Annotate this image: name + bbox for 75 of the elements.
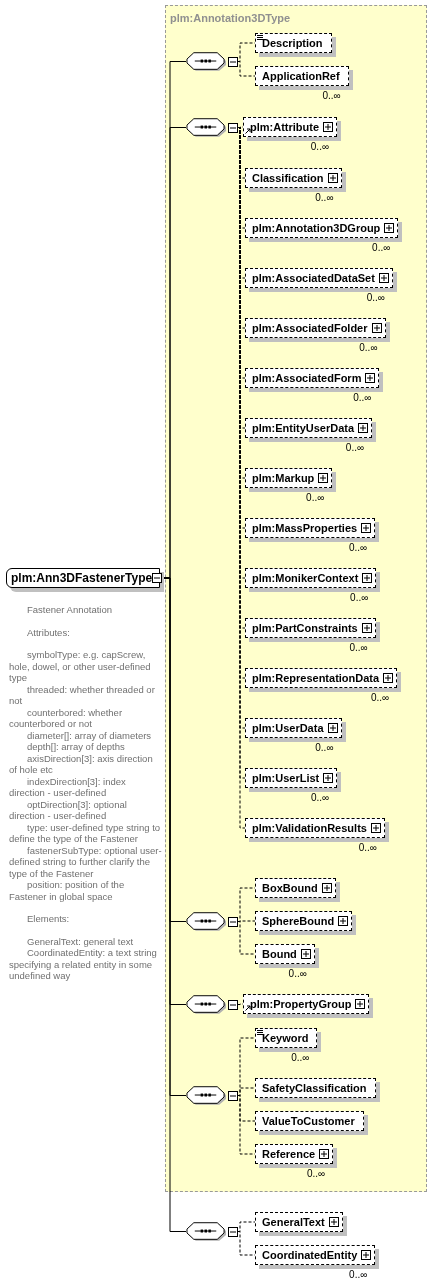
element-name: plm:Annotation3DGroup (252, 222, 381, 234)
cardinality-label: 0..∞ (315, 743, 334, 753)
connector-line (237, 1003, 244, 1005)
cardinality-label: 0..∞ (315, 193, 334, 203)
documentation-text: GeneralText: general text (26, 935, 135, 947)
cardinality-label: 0..∞ (353, 393, 372, 403)
cardinality-label: 0..∞ (349, 643, 368, 653)
element-name: plm:EntityUserData (252, 422, 355, 434)
element-name: CoordinatedEntity (262, 1249, 358, 1261)
element-name: Description (262, 37, 323, 49)
element-name: plm:UserList (252, 772, 320, 784)
element-name: GeneralText (262, 1216, 325, 1228)
element-name: SphereBound (262, 915, 335, 927)
element-name: plm:AssociatedFolder (252, 322, 368, 334)
group-title: plm:Annotation3DType (170, 11, 291, 26)
sequence-compositor (186, 1086, 238, 1106)
type-name: plm:Ann3DFastenerType (11, 572, 153, 584)
element-name: plm:Markup (252, 472, 315, 484)
element-name: Reference (262, 1148, 316, 1160)
group-band (165, 5, 427, 1192)
documentation-text: CoordinatedEntity: a text string specifying a related entity in some undefined way (9, 947, 158, 982)
documentation-text: diameter[]: array of diameters (26, 729, 153, 741)
sequence-compositor (186, 118, 238, 138)
documentation-text: Attributes: (26, 626, 71, 638)
element-name: plm:PropertyGroup (250, 998, 352, 1010)
cardinality-label: 0..∞ (349, 1270, 368, 1280)
element-name: plm:MassProperties (252, 522, 358, 534)
cardinality-label: 0..∞ (370, 693, 390, 703)
element-name: plm:PartConstraints (252, 622, 358, 634)
element-name: plm:ValidationResults (252, 822, 367, 834)
cardinality-label: 0..∞ (288, 969, 307, 979)
cardinality-label: 0..∞ (358, 843, 377, 853)
cardinality-label: 0..∞ (311, 793, 330, 803)
documentation-text: Elements: (26, 913, 71, 925)
sequence-compositor (186, 52, 238, 72)
cardinality-label: 0..∞ (306, 1169, 326, 1179)
connector-line (237, 1231, 256, 1256)
documentation-text: position: position of the Fastener in global space (9, 879, 126, 902)
cardinality-label: 0..∞ (310, 142, 330, 152)
connector-line (237, 61, 256, 77)
element-name: plm:AssociatedDataSet (252, 272, 375, 284)
cardinality-label: 0..∞ (372, 243, 391, 253)
cardinality-label: 0..∞ (350, 593, 369, 603)
element-name: SafetyClassification (262, 1082, 367, 1094)
connector-line (237, 1221, 256, 1232)
connector-line (237, 921, 256, 955)
sequence-compositor (186, 912, 238, 932)
element-name: plm:Attribute (250, 121, 320, 133)
element-name: plm:RepresentationData (252, 672, 380, 684)
element-name: plm:AssociatedForm (252, 372, 362, 384)
element-name: ApplicationRef (262, 70, 340, 82)
element-name: Classification (252, 172, 324, 184)
connector-line (237, 126, 244, 128)
connector-line (237, 1087, 256, 1096)
documentation-text: depth[]: array of depths (26, 741, 126, 753)
cardinality-label: 0..∞ (345, 443, 365, 453)
element-name: ValueToCustomer (262, 1115, 355, 1127)
cardinality-label: 0..∞ (348, 543, 368, 553)
element-name: Bound (262, 948, 297, 960)
connector-line (237, 42, 256, 62)
documentation-text: Fastener Annotation (26, 604, 114, 616)
cardinality-label: 0..∞ (322, 91, 341, 101)
connector-line (237, 1095, 256, 1155)
element-name: plm:UserData (252, 722, 324, 734)
element-name: plm:MonikerContext (252, 572, 359, 584)
cardinality-label: 0..∞ (366, 293, 385, 303)
sequence-compositor (186, 1222, 238, 1242)
sequence-compositor (186, 995, 238, 1015)
connector-line (237, 887, 256, 922)
element-name: BoxBound (262, 882, 318, 894)
cardinality-label: 0..∞ (359, 343, 378, 353)
cardinality-label: 0..∞ (291, 1053, 310, 1063)
element-name: Keyword (262, 1032, 309, 1044)
cardinality-label: 0..∞ (306, 493, 325, 503)
connector-line (237, 920, 256, 922)
